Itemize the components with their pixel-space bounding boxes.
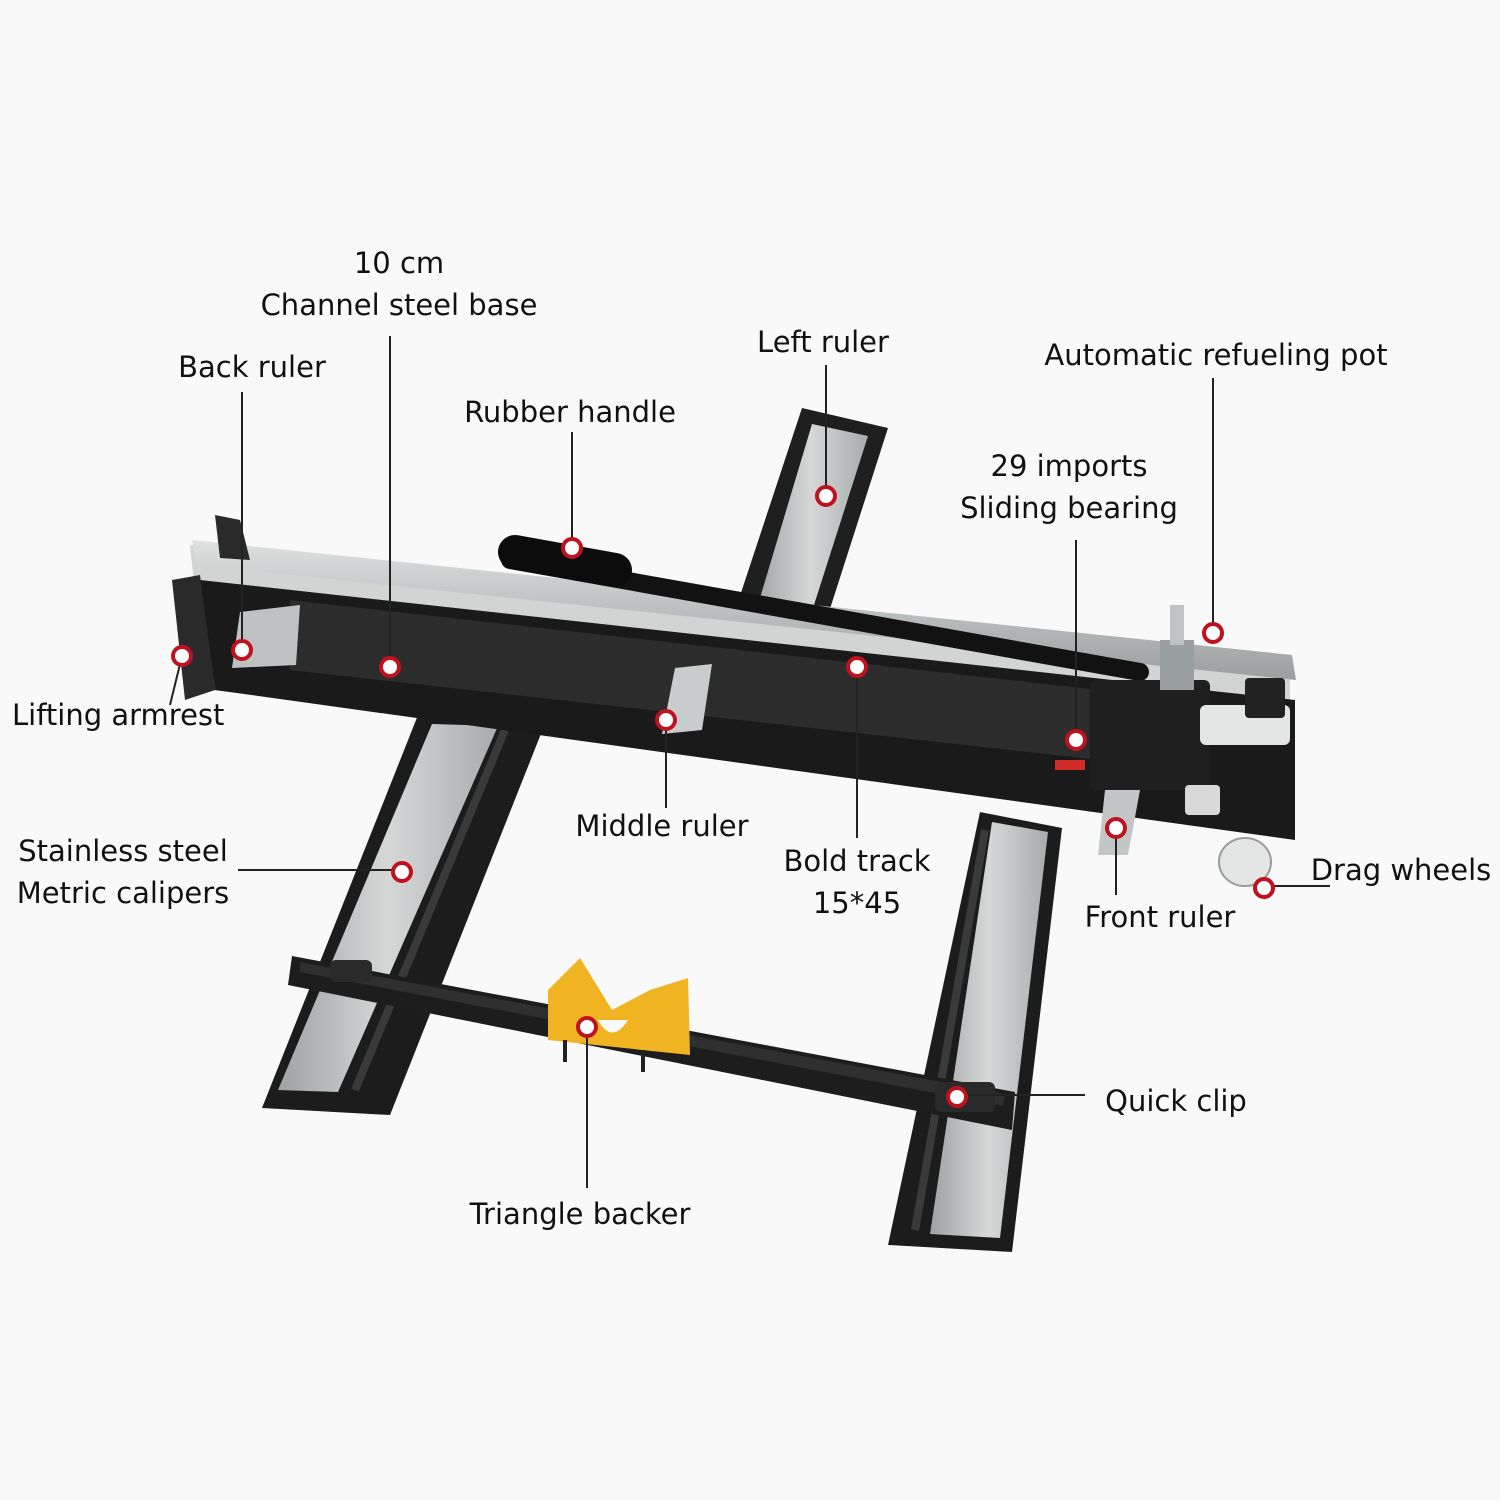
automatic-refueling-pot-label: Automatic refueling pot <box>1044 338 1388 372</box>
channel-steel-base-label: 10 cm Channel steel base <box>258 242 540 326</box>
marker-refueling-pot <box>1202 622 1224 644</box>
leader-lines <box>169 336 1330 1188</box>
marker-lifting-armrest <box>171 645 193 667</box>
drag-wheels-label: Drag wheels <box>1310 853 1492 887</box>
bold-track-label: Bold track 15*45 <box>774 840 940 924</box>
left-ruler-arm <box>732 408 888 640</box>
front-ruler-label: Front ruler <box>1084 900 1236 934</box>
stainless-steel-text: Stainless steel <box>18 834 228 868</box>
rubber-handle <box>498 535 1149 681</box>
back-ruler-label: Back ruler <box>178 350 326 384</box>
marker-quick-clip <box>946 1086 968 1108</box>
middle-ruler-label: Middle ruler <box>575 809 749 843</box>
marker-left-ruler <box>815 485 837 507</box>
marker-sliding-bearing <box>1065 729 1087 751</box>
marker-back-ruler <box>231 639 253 661</box>
sliding-bearing-name-text: Sliding bearing <box>960 491 1178 525</box>
marker-calipers <box>391 861 413 883</box>
marker-front-ruler <box>1105 817 1127 839</box>
bold-track-size-text: 15*45 <box>812 886 902 920</box>
marker-channel-base <box>379 656 401 678</box>
triangle-backer-label: Triangle backer <box>469 1197 691 1231</box>
marker-drag-wheels <box>1253 877 1275 899</box>
left-ruler-label: Left ruler <box>757 325 889 359</box>
marker-middle-ruler <box>655 709 677 731</box>
sliding-bearing-label: 29 imports Sliding bearing <box>946 445 1192 529</box>
cutting-head <box>1090 605 1290 815</box>
rubber-handle-label: Rubber handle <box>464 395 676 429</box>
right-caliper-arm <box>888 812 1062 1252</box>
channel-base-name-text: Channel steel base <box>260 288 538 322</box>
metric-calipers-text: Metric calipers <box>16 876 230 910</box>
left-caliper-arm <box>262 710 548 1115</box>
marker-triangle-backer <box>576 1016 598 1038</box>
marker-bold-track <box>846 656 868 678</box>
quick-clip-label: Quick clip <box>1105 1084 1247 1118</box>
channel-base-size-text: 10 cm <box>353 246 445 280</box>
bold-track-name-text: Bold track <box>783 844 931 878</box>
lifting-armrest-label: Lifting armrest <box>12 698 225 732</box>
drag-wheel <box>1218 837 1272 887</box>
stainless-calipers-label: Stainless steel Metric calipers <box>8 830 238 914</box>
marker-rubber-handle <box>561 537 583 559</box>
sliding-bearing-count-text: 29 imports <box>990 449 1148 483</box>
